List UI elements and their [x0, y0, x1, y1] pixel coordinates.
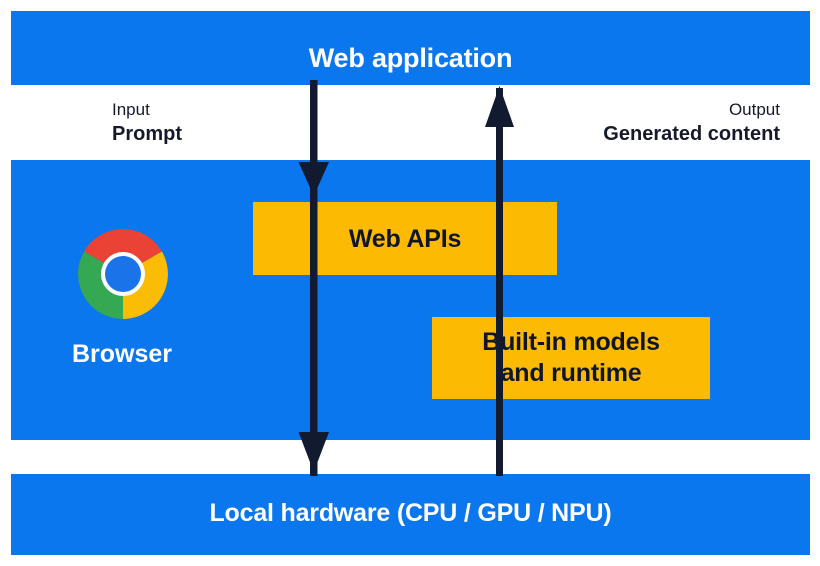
output-flow-label: Output Generated content	[603, 99, 780, 147]
chrome-logo-icon	[78, 229, 168, 319]
web-apis-box[interactable]: Web APIs	[253, 202, 557, 275]
output-flow-kind: Output	[728, 100, 780, 119]
browser-label: Browser	[71, 340, 173, 368]
input-flow-label: Input Prompt	[112, 99, 182, 147]
input-flow-value: Prompt	[112, 123, 182, 145]
input-flow-kind: Input	[112, 100, 150, 119]
builtin-models-box[interactable]: Built-in models and runtime	[432, 317, 710, 399]
builtin-models-label-line2: and runtime	[500, 359, 642, 387]
web-apis-label: Web APIs	[348, 224, 462, 253]
layer-web-application: Web application	[11, 11, 810, 85]
layer-local-hardware: Local hardware (CPU / GPU / NPU)	[11, 474, 810, 555]
arrow-down-icon	[298, 80, 329, 476]
local-hardware-label: Local hardware (CPU / GPU / NPU)	[209, 499, 612, 527]
output-flow-value: Generated content	[603, 123, 780, 145]
builtin-models-label-line1: Built-in models	[482, 328, 660, 356]
arrow-up-icon	[485, 86, 514, 476]
web-application-label: Web application	[308, 43, 513, 73]
